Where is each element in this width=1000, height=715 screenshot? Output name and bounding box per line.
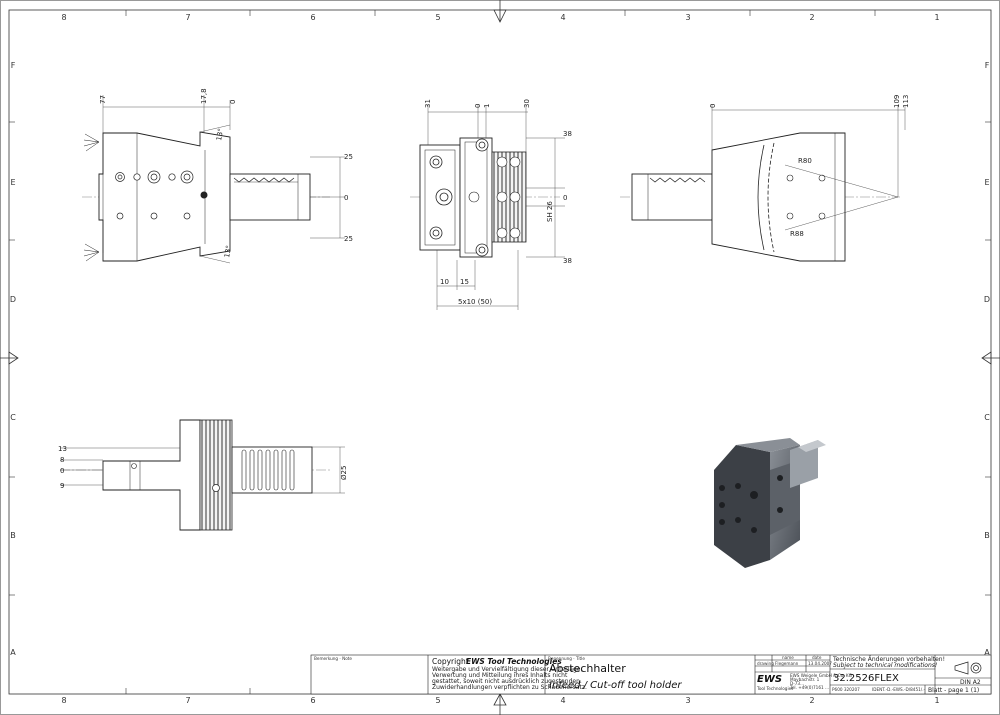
dim-front-17-8: 17,8 bbox=[200, 88, 208, 104]
zone-row-left-A: A bbox=[10, 648, 16, 657]
dim-front-77: 77 bbox=[99, 95, 107, 104]
title-block bbox=[310, 654, 992, 695]
dim-rear-r88: R88 bbox=[790, 230, 804, 238]
dim-front-25-top: 25 bbox=[344, 153, 353, 161]
zone-col-top-3: 3 bbox=[685, 13, 690, 22]
changes-english: Subject to technical modifications! bbox=[833, 662, 937, 669]
zone-row-right-D: D bbox=[984, 295, 990, 304]
top-view: 13 8 0 9 Ø25 bbox=[58, 419, 348, 531]
zone-col-bottom-1: 1 bbox=[934, 696, 939, 705]
dim-side-1: 1 bbox=[483, 104, 491, 108]
zone-row-right-A: A bbox=[984, 648, 990, 657]
dim-side-10: 10 bbox=[440, 278, 449, 286]
zone-col-top-4: 4 bbox=[560, 13, 565, 22]
dim-side-15: 15 bbox=[460, 278, 469, 286]
ident-number: IDENT.-D.-EWS.-D/8451/.- bbox=[872, 687, 926, 692]
paper-format: DIN A2 bbox=[960, 679, 981, 686]
copyright-line-2: Verwertung und Mitteilung ihres Inhalts … bbox=[432, 672, 568, 679]
dim-front-0-right: 0 bbox=[344, 194, 348, 202]
address-line-1: EWS Weigele GmbH & Co. KG bbox=[790, 673, 852, 678]
dim-front-angle-bottom: 13° bbox=[223, 245, 233, 259]
dim-side-0: 0 bbox=[474, 104, 482, 108]
zone-row-left-D: D bbox=[10, 295, 16, 304]
dim-rear-r80: R80 bbox=[798, 157, 812, 165]
project-number: P600 320207 bbox=[832, 687, 860, 692]
zone-col-bottom-4: 4 bbox=[560, 696, 565, 705]
name-header: name bbox=[782, 655, 794, 660]
dim-top-13: 13 bbox=[58, 445, 67, 453]
dim-side-sh26: SH 26 bbox=[546, 201, 554, 222]
dim-top-0: 0 bbox=[60, 467, 64, 475]
title-german: Abstechhalter bbox=[549, 662, 626, 675]
zone-col-top-2: 2 bbox=[809, 13, 814, 22]
dim-rear-0: 0 bbox=[709, 104, 717, 108]
zone-labels: 8 7 6 5 4 3 2 1 8 7 6 5 4 3 2 1 F E D C … bbox=[10, 13, 990, 705]
address-line-3: D-73... bbox=[790, 681, 804, 686]
date-header: date bbox=[812, 655, 822, 660]
dim-front-0: 0 bbox=[229, 100, 237, 104]
drawing-label: drawing bbox=[757, 661, 774, 666]
drawn-by: Flegemann bbox=[775, 661, 799, 666]
zone-row-right-B: B bbox=[984, 531, 990, 540]
ews-logo-sub: Tool Technologies bbox=[756, 686, 793, 691]
zone-row-right-F: F bbox=[985, 61, 990, 70]
zone-row-left-B: B bbox=[10, 531, 16, 540]
designation-label: Benennung · Title bbox=[548, 656, 585, 661]
front-view: 77 17,8 0 13° 13° 25 0 25 bbox=[82, 88, 353, 264]
zone-col-bottom-6: 6 bbox=[310, 696, 315, 705]
dim-side-30: 30 bbox=[523, 99, 531, 108]
dim-front-angle-top: 13° bbox=[215, 128, 225, 142]
address-line-4: Tel. +49(0)7161 ... bbox=[789, 685, 829, 690]
ews-logo: EWS bbox=[757, 674, 782, 685]
dim-side-5x10: 5x10 (50) bbox=[458, 298, 492, 306]
zone-col-top-1: 1 bbox=[934, 13, 939, 22]
dim-rear-109: 109 bbox=[893, 95, 901, 108]
title-english: Infeed / Cut-off tool holder bbox=[549, 680, 682, 691]
zone-row-left-C: C bbox=[10, 413, 16, 422]
dim-top-8: 8 bbox=[60, 456, 64, 464]
zone-col-top-5: 5 bbox=[435, 13, 440, 22]
zone-col-top-7: 7 bbox=[185, 13, 190, 22]
projection-symbol-icon bbox=[954, 661, 982, 675]
zone-col-bottom-3: 3 bbox=[685, 696, 690, 705]
dim-front-25-bottom: 25 bbox=[344, 235, 353, 243]
dim-side-0-right: 0 bbox=[563, 194, 567, 202]
dim-side-38-bottom: 38 bbox=[563, 257, 572, 265]
isometric-render bbox=[714, 438, 826, 568]
zone-col-top-8: 8 bbox=[61, 13, 66, 22]
zone-col-bottom-7: 7 bbox=[185, 696, 190, 705]
dim-rear-113: 113 bbox=[902, 95, 910, 108]
dim-side-31: 31 bbox=[424, 99, 432, 108]
side-view: 31 0 1 30 38 0 SH 26 38 10 15 5x10 (50) bbox=[410, 99, 572, 310]
copyright-line-3: gestattet, soweit nicht ausdrücklich zug… bbox=[432, 678, 582, 685]
zone-col-bottom-2: 2 bbox=[809, 696, 814, 705]
changes-german: Technische Änderungen vorbehalten! bbox=[832, 656, 945, 663]
title-block-remark-label: Bemerkung · Note bbox=[314, 656, 352, 661]
copyright-label: Copyright bbox=[432, 657, 469, 666]
address-line-2: Maybachstr. 1 bbox=[790, 677, 820, 682]
copyright-line-4: Zuwiderhandlungen verpflichten zu Schade… bbox=[432, 684, 587, 691]
zone-col-bottom-8: 8 bbox=[61, 696, 66, 705]
company-name: EWS Tool Technologies bbox=[466, 657, 562, 666]
dim-side-38-top: 38 bbox=[563, 130, 572, 138]
sheet-page: Blatt - page 1 (1) bbox=[928, 687, 979, 694]
zone-row-left-F: F bbox=[11, 61, 16, 70]
copyright-line-1: Weitergabe und Vervielfältigung dieser U… bbox=[432, 666, 582, 673]
dim-top-9: 9 bbox=[60, 482, 64, 490]
zone-row-right-C: C bbox=[984, 413, 990, 422]
part-number: 32.2526FLEX bbox=[833, 673, 899, 684]
zone-col-top-6: 6 bbox=[310, 13, 315, 22]
zone-col-bottom-5: 5 bbox=[435, 696, 440, 705]
drawing-date: 13.04.2007 bbox=[808, 661, 832, 666]
dim-top-dia25: Ø25 bbox=[340, 466, 348, 480]
rear-view: 0 109 113 R80 R88 bbox=[620, 95, 910, 262]
zone-row-right-E: E bbox=[984, 178, 989, 187]
zone-row-left-E: E bbox=[10, 178, 15, 187]
